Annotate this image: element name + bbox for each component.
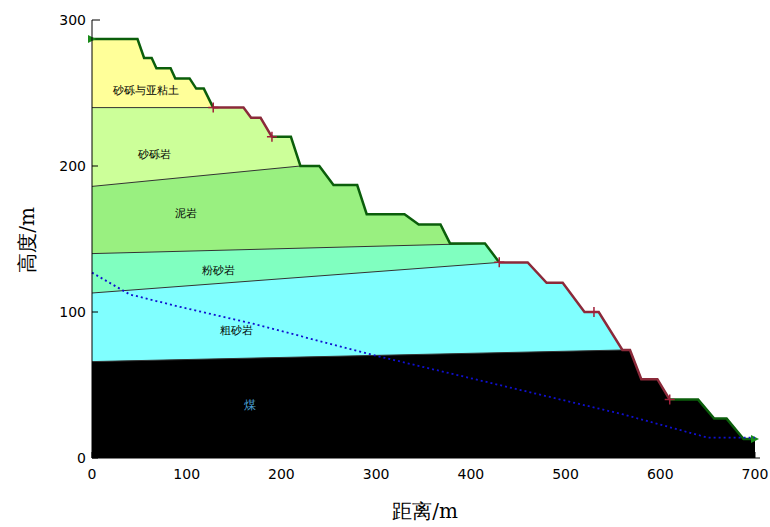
tick-label: 700: [742, 467, 769, 481]
tick-label: 100: [59, 305, 86, 319]
slip-marker: [208, 103, 218, 113]
tick-label: 300: [363, 467, 390, 481]
layer-name: 粉砂岩: [202, 265, 235, 276]
slip-marker: [267, 132, 277, 142]
tick-label: 0: [77, 451, 86, 465]
coarse-sandstone-layer: [92, 39, 622, 362]
slip-marker: [589, 307, 599, 317]
axis-tick: [376, 452, 377, 458]
layer-name: 粗砂岩: [220, 325, 253, 336]
tick-label: 200: [268, 467, 295, 481]
layer-name: 泥岩: [175, 208, 197, 219]
end-marker: [751, 435, 759, 443]
slope-surface: [272, 137, 499, 263]
axis-tick: [92, 20, 100, 21]
coal-layer: [92, 39, 755, 458]
layer-name: 砂砾与亚粘土: [113, 85, 179, 96]
axis-tick: [281, 452, 282, 458]
layer-boundary: [92, 243, 485, 253]
layer-boundary: [92, 107, 213, 108]
axis-tick: [660, 452, 661, 458]
slip-marker: [494, 257, 504, 267]
tick-label: 400: [457, 467, 484, 481]
slope-surface: [92, 39, 213, 108]
axis-tick: [92, 166, 98, 167]
tick-label: 100: [173, 467, 200, 481]
axis-tick: [92, 312, 98, 313]
axis-title: 距离/m: [392, 501, 458, 521]
gravel-clay-layer: [92, 39, 213, 108]
conglomerate-layer: [92, 39, 300, 186]
axis-tick: [186, 452, 187, 458]
axis-tick: [470, 452, 471, 458]
layer-name: 砂砾岩: [138, 149, 171, 160]
tick-label: 600: [647, 467, 674, 481]
axis-tick: [754, 452, 755, 458]
slope-surface: [499, 262, 669, 399]
slope-surface: [213, 108, 272, 137]
mudstone-layer: [92, 39, 485, 254]
tick-label: 300: [59, 13, 86, 27]
slip-marker: [665, 395, 675, 405]
layer-boundary: [92, 166, 300, 186]
axis-line: [92, 20, 760, 458]
siltstone-layer: [92, 39, 499, 293]
axis-tick: [92, 452, 93, 458]
layer-name: 煤: [244, 399, 256, 411]
water-table: [92, 273, 755, 438]
tick-label: 500: [552, 467, 579, 481]
axis-tick: [92, 458, 98, 459]
tick-label: 0: [88, 467, 97, 481]
layer-boundary: [92, 350, 622, 362]
tick-label: 200: [59, 159, 86, 173]
axis-title: 高度/m: [17, 207, 37, 273]
layer-boundary: [92, 262, 499, 293]
axis-tick: [565, 452, 566, 458]
slope-surface: [670, 400, 755, 439]
